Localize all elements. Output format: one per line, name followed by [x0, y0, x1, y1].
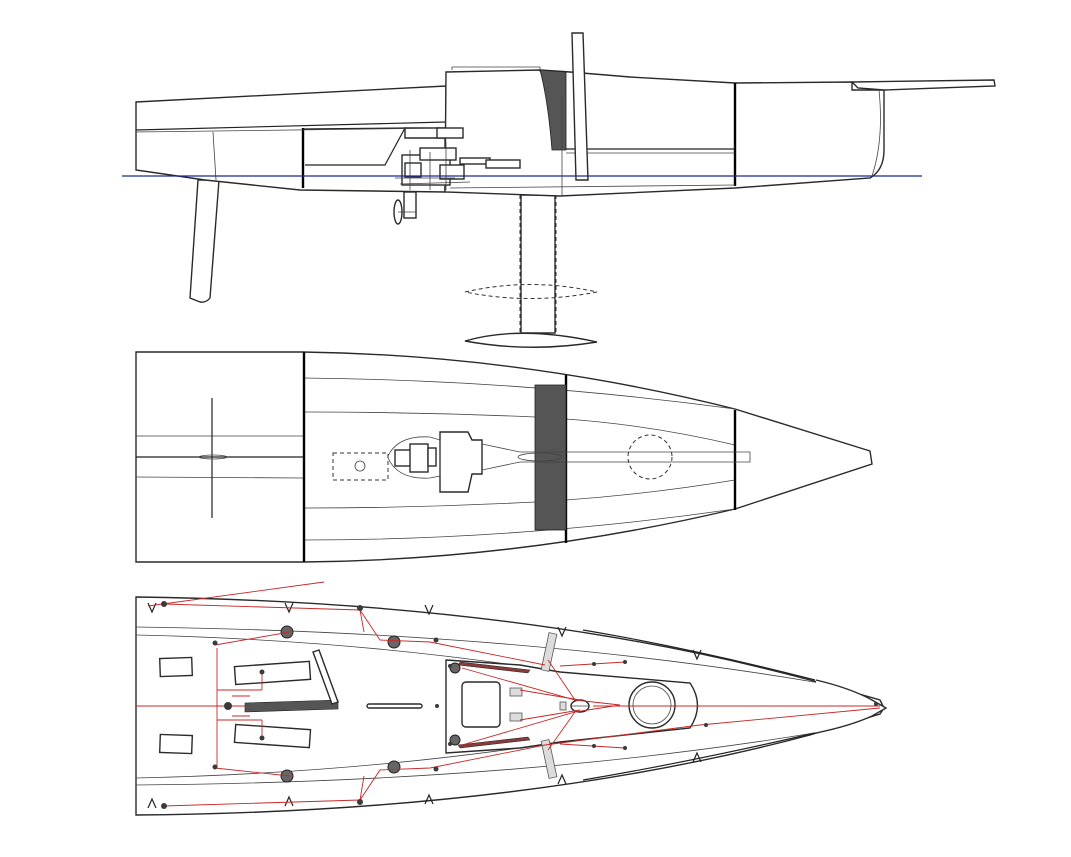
bulkhead-rudder	[212, 131, 217, 181]
barber-hauler-stbd	[540, 739, 558, 779]
hatch-aft-stbd	[158, 733, 194, 755]
winch-mid-port	[387, 635, 401, 649]
companionway	[439, 431, 483, 493]
forward-hatch-dashed	[627, 434, 673, 480]
seat-port	[233, 660, 312, 686]
bowsprit	[850, 79, 996, 91]
rudder-foil-plan	[198, 454, 228, 460]
plan-chine-lower	[302, 508, 736, 541]
organizer-port	[509, 687, 523, 697]
winch-aft-port	[280, 625, 294, 639]
rudder	[189, 179, 220, 303]
toerail-port	[135, 626, 873, 703]
deck-fittings	[161, 601, 878, 809]
profile-view	[122, 32, 996, 348]
barber-hauler-port	[540, 632, 558, 672]
deck-line-stbd	[135, 741, 561, 779]
cockpit-spine	[481, 443, 751, 471]
organizer-c1	[559, 701, 567, 711]
jib-track-port	[582, 629, 816, 681]
mast-bulkhead	[539, 69, 567, 151]
plan-mast-partners	[534, 384, 567, 531]
winch-mid-stbd	[387, 760, 401, 774]
deck-layout-view	[135, 581, 888, 816]
plan-sheer-upper	[135, 435, 304, 479]
stem-line	[871, 89, 881, 177]
traveler	[244, 699, 339, 713]
mast	[571, 32, 589, 181]
winch-cabin-port	[449, 662, 461, 674]
keel-plan	[517, 452, 563, 462]
floor-line	[449, 184, 736, 189]
hatch-fitting	[354, 460, 366, 472]
hatch-slide	[461, 681, 501, 728]
forward-hatch-inner	[632, 685, 672, 725]
tiller	[312, 649, 339, 705]
hull-plan-outline	[135, 351, 873, 563]
seat-stbd	[233, 723, 312, 749]
mast-step-slot	[366, 703, 423, 709]
engine-plan	[387, 436, 441, 479]
forward-hatch	[628, 681, 676, 729]
hull-plan-view	[135, 351, 873, 563]
winch-cabin-stbd	[449, 734, 461, 746]
engine	[395, 127, 521, 190]
winches	[280, 625, 461, 783]
plan-chine-upper	[302, 377, 736, 410]
propeller	[393, 191, 417, 225]
bow-fitting	[815, 679, 888, 734]
keel-bulb	[464, 332, 598, 348]
toerail-stbd	[135, 712, 873, 786]
organizer-stbd	[509, 712, 523, 722]
sheer-line-aft	[135, 121, 447, 131]
hatch-aft-port	[158, 656, 194, 678]
hull-main	[444, 69, 885, 197]
cockpit-floor	[302, 127, 407, 166]
chine-line	[135, 127, 447, 133]
keel-fin	[520, 194, 556, 334]
hatch-dashed	[332, 452, 389, 481]
clutch-bank-stbd	[457, 736, 531, 749]
keel-bulb-alt-dashed	[464, 284, 598, 299]
deckhouse	[451, 66, 541, 72]
